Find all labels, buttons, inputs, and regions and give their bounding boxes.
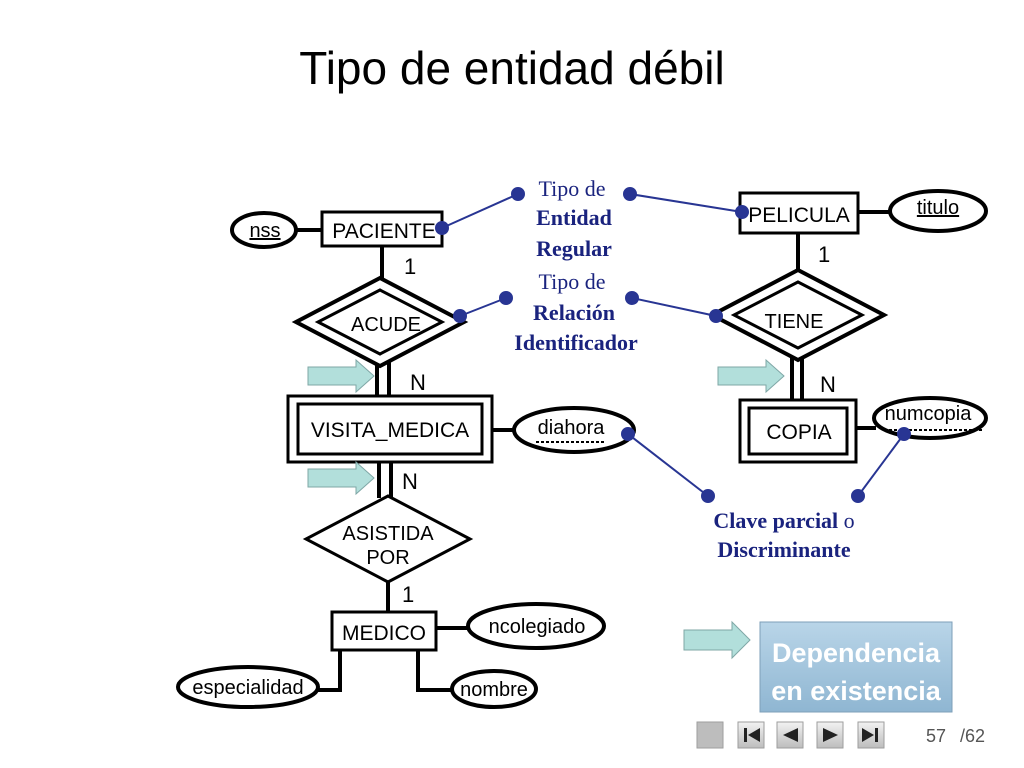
- annotation-regular-line2: Entidad: [536, 205, 612, 230]
- attribute-diahora-label: diahora: [538, 417, 606, 439]
- pointer-dot: [621, 427, 635, 441]
- entity-visita-medica-label: VISITA_MEDICA: [311, 419, 469, 442]
- attribute-diahora: diahora: [512, 406, 636, 454]
- arrow-icon: [307, 460, 375, 496]
- attribute-numcopia: numcopia: [872, 396, 988, 440]
- cardinality-paciente-acude: 1: [404, 254, 416, 279]
- entity-pelicula-label: PELICULA: [748, 204, 850, 227]
- cardinality-pelicula-tiene: 1: [818, 242, 830, 267]
- pointer-dot: [623, 187, 637, 201]
- annotation-clave-o: o: [838, 508, 855, 533]
- annotation-regular: Tipo de Entidad Regular: [536, 176, 612, 261]
- arrow-icon: [717, 358, 785, 394]
- pointer-dot: [701, 489, 715, 503]
- pointer-dot: [499, 291, 513, 305]
- first-page-icon[interactable]: [737, 721, 765, 749]
- relationship-asistida-label-1: ASISTIDA: [342, 523, 434, 545]
- pointer-dot: [709, 309, 723, 323]
- callout-line2: en existencia: [771, 676, 942, 706]
- attribute-ncolegiado: ncolegiado: [466, 602, 606, 650]
- relationship-asistida-label-2: POR: [366, 547, 409, 569]
- annotation-identificador-line1: Tipo de: [538, 269, 605, 294]
- navigation-bar: 57 /62: [696, 721, 985, 749]
- attribute-nss: nss: [230, 211, 298, 249]
- page-total: /62: [960, 726, 985, 746]
- annotation-clave-bold: Clave parcial: [713, 508, 838, 533]
- relationship-acude-label: ACUDE: [351, 314, 421, 336]
- callout-dependencia: Dependencia en existencia: [759, 621, 953, 713]
- cardinality-acude-visita: N: [410, 370, 426, 395]
- previous-page-icon[interactable]: [776, 721, 804, 749]
- cardinality-asistida-medico: 1: [402, 582, 414, 607]
- annotation-identificador: Tipo de Relación Identificador: [514, 269, 638, 355]
- entity-copia: COPIA: [738, 398, 858, 464]
- last-page-icon[interactable]: [857, 721, 885, 749]
- arrow-icon: [307, 358, 375, 394]
- callout-line1: Dependencia: [772, 638, 941, 668]
- cardinalities: 1 N N 1 1 N: [402, 242, 836, 607]
- attribute-nombre-label: nombre: [460, 679, 528, 701]
- pointer-dot: [735, 205, 749, 219]
- pointer-dot: [435, 221, 449, 235]
- annotation-identificador-line3: Identificador: [514, 330, 638, 355]
- annotation-regular-line1: Tipo de: [538, 176, 605, 201]
- blank-square-icon[interactable]: [696, 721, 724, 749]
- attribute-especialidad: especialidad: [176, 665, 320, 709]
- relationship-tiene-label: TIENE: [765, 311, 824, 333]
- pointer-dot: [453, 309, 467, 323]
- entity-pelicula: PELICULA: [738, 191, 860, 235]
- annotation-identificador-line2: Relación: [533, 300, 615, 325]
- attribute-titulo: titulo: [888, 189, 988, 233]
- slide-title: Tipo de entidad débil: [299, 42, 724, 94]
- attribute-numcopia-label: numcopia: [885, 403, 973, 425]
- connectors-right: [790, 210, 890, 430]
- entity-medico-label: MEDICO: [342, 622, 426, 645]
- attribute-especialidad-label: especialidad: [192, 677, 303, 699]
- entity-copia-label: COPIA: [766, 421, 831, 444]
- pointer-dot: [897, 427, 911, 441]
- entity-paciente-label: PACIENTE: [332, 220, 435, 243]
- attribute-titulo-label: titulo: [917, 197, 959, 219]
- page-current: 57: [926, 726, 946, 746]
- connectors-left: [292, 228, 516, 692]
- cardinality-visita-asistida: N: [402, 469, 418, 494]
- relationship-tiene: TIENE: [707, 267, 889, 363]
- annotation-regular-line3: Regular: [536, 236, 612, 261]
- attribute-nombre: nombre: [450, 669, 538, 709]
- annotation-clave-line2: Discriminante: [717, 537, 850, 562]
- relationship-asistida-por: ASISTIDA POR: [302, 494, 474, 584]
- cardinality-tiene-copia: N: [820, 372, 836, 397]
- pointer-dot: [625, 291, 639, 305]
- annotation-pointers: [435, 187, 911, 503]
- entity-visita-medica: VISITA_MEDICA: [286, 394, 494, 464]
- annotation-clave-line1: Clave parcial o: [713, 508, 854, 533]
- attribute-nss-label: nss: [249, 220, 280, 242]
- pointer-dot: [851, 489, 865, 503]
- arrow-icon: [683, 620, 751, 660]
- entity-medico: MEDICO: [330, 610, 438, 652]
- next-page-icon[interactable]: [816, 721, 844, 749]
- highlight-arrows: [307, 358, 785, 660]
- relationship-acude: ACUDE: [291, 275, 469, 369]
- pointer-dot: [511, 187, 525, 201]
- annotation-clave: Clave parcial o Discriminante: [713, 508, 854, 562]
- entity-paciente: PACIENTE: [320, 210, 444, 248]
- attribute-ncolegiado-label: ncolegiado: [489, 616, 586, 638]
